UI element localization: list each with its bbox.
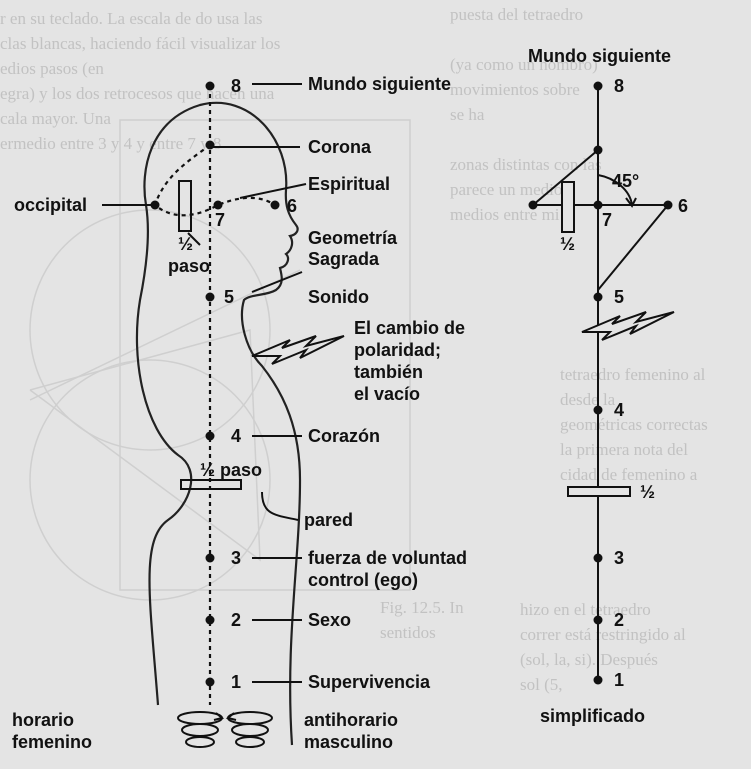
chakra-number-2: 2 [231, 610, 241, 630]
right-half-top-label: ½ [560, 234, 575, 254]
right-lightning-bolt-icon [582, 312, 674, 340]
label-geometria: Geometría [308, 228, 398, 248]
right-number-5: 5 [614, 287, 624, 307]
ghost-triangle [30, 330, 260, 560]
left-diagram: 8 7 6 5 4 3 2 1 Mundo siguiente Corona o… [12, 74, 467, 752]
right-caption: simplificado [540, 706, 645, 726]
right-number-2: 2 [614, 610, 624, 630]
right-number-1: 1 [614, 670, 624, 690]
label-mundo-siguiente: Mundo siguiente [308, 74, 451, 94]
chakra-number-6: 6 [287, 196, 297, 216]
right-half-mid-label: ½ [640, 482, 655, 502]
point-5 [206, 293, 215, 302]
right-point-6 [664, 201, 673, 210]
label-sonido-visible: Sonido [308, 287, 369, 307]
label-sagrada: Sagrada [308, 249, 380, 269]
point-crown [206, 141, 215, 150]
right-number-7: 7 [602, 210, 612, 230]
right-point-7 [594, 201, 603, 210]
clockwise-spiral-icon [178, 712, 222, 747]
label-femenino: femenino [12, 732, 92, 752]
point-2 [206, 616, 215, 625]
label-half-top-paso: paso [168, 256, 210, 276]
label-fuerza-voluntad: fuerza de voluntad [308, 548, 467, 568]
right-half-bar-top [562, 182, 574, 232]
point-4 [206, 432, 215, 441]
right-number-8: 8 [614, 76, 624, 96]
label-horario: horario [12, 710, 74, 730]
right-point-1 [594, 676, 603, 685]
point-1 [206, 678, 215, 687]
right-point-3 [594, 554, 603, 563]
label-control-ego: control (ego) [308, 570, 418, 590]
label-corazon: Corazón [308, 426, 380, 446]
body-silhouette [137, 103, 300, 745]
right-number-3: 3 [614, 548, 624, 568]
point-7 [214, 201, 223, 210]
label-corona: Corona [308, 137, 372, 157]
label-half-step-mid: ½ paso [200, 460, 262, 480]
right-number-6: 6 [678, 196, 688, 216]
chakra-number-8: 8 [231, 76, 241, 96]
label-sexo: Sexo [308, 610, 351, 630]
chakra-number-3: 3 [231, 548, 241, 568]
label-half-top-fraction: ½ [178, 234, 193, 254]
right-diagram: Mundo siguiente 8 7 6 5 4 3 2 1 45° ½ ½ … [528, 46, 688, 726]
label-polarity-line-2: polaridad; [354, 340, 441, 360]
counterclockwise-spiral-icon [228, 712, 272, 747]
label-espiritual: Espiritual [308, 174, 390, 194]
label-occipital: occipital [14, 195, 87, 215]
right-point-4 [594, 406, 603, 415]
chakra-number-4: 4 [231, 426, 241, 446]
right-title: Mundo siguiente [528, 46, 671, 66]
chakra-number-7: 7 [215, 210, 225, 230]
label-polarity-line-3: también [354, 362, 423, 382]
chakra-number-1: 1 [231, 672, 241, 692]
right-point-5 [594, 293, 603, 302]
half-step-bar-top [179, 181, 191, 231]
label-polarity-line-1: El cambio de [354, 318, 465, 338]
right-number-4: 4 [614, 400, 624, 420]
point-6 [271, 201, 280, 210]
right-half-bar-mid [568, 487, 630, 496]
label-supervivencia: Supervivencia [308, 672, 431, 692]
right-point-crown [594, 146, 603, 155]
chakra-number-5: 5 [224, 287, 234, 307]
right-point-8 [594, 82, 603, 91]
point-8 [206, 82, 215, 91]
label-antihorario: antihorario [304, 710, 398, 730]
label-polarity-line-4: el vacío [354, 384, 420, 404]
right-point-2 [594, 616, 603, 625]
right-angle-label: 45° [612, 171, 639, 191]
right-point-left [529, 201, 538, 210]
point-3 [206, 554, 215, 563]
label-pared: pared [304, 510, 353, 530]
label-masculino: masculino [304, 732, 393, 752]
